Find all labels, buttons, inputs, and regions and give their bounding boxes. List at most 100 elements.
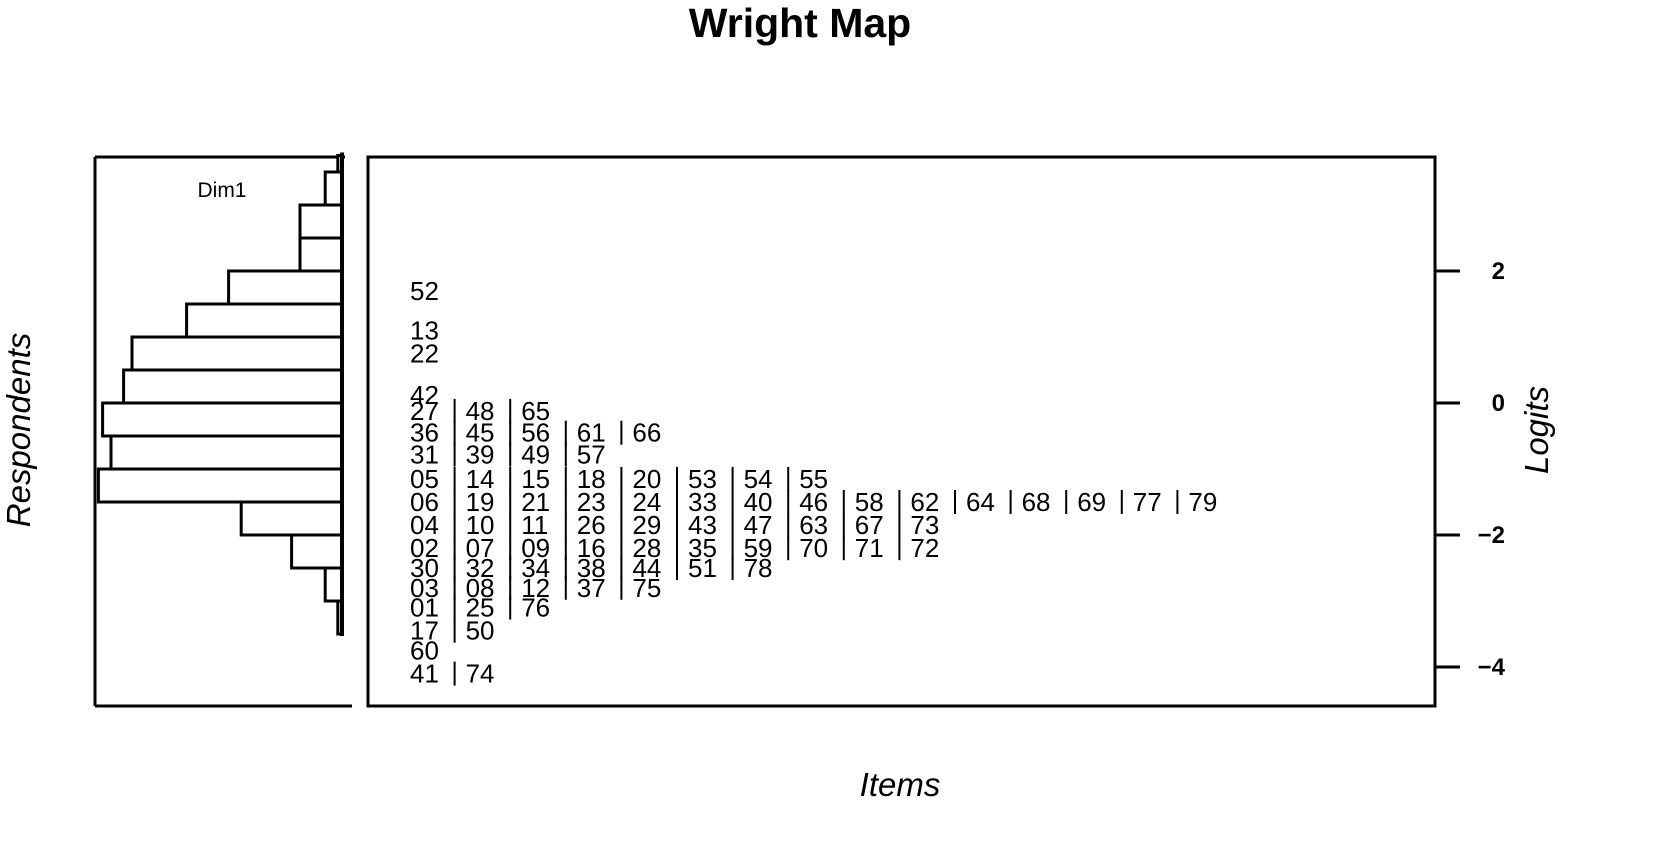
item-label: 65 xyxy=(521,396,550,426)
item-label: 42 xyxy=(410,380,439,410)
item-label: 34 xyxy=(521,553,550,583)
item-label: 64 xyxy=(966,487,995,517)
item-label: 07 xyxy=(466,533,495,563)
item-label: 68 xyxy=(1022,487,1051,517)
histogram-bar xyxy=(298,203,344,240)
item-label: 22 xyxy=(410,339,439,369)
item-label: 09 xyxy=(521,533,550,563)
item-label: 61 xyxy=(577,418,606,448)
item-label: 73 xyxy=(910,510,939,540)
histogram-bar xyxy=(130,335,344,372)
item-label: 10 xyxy=(466,510,495,540)
item-label: 52 xyxy=(410,276,439,306)
item-label: 12 xyxy=(521,573,550,603)
item-label: 27 xyxy=(410,396,439,426)
item-label: 74 xyxy=(466,659,495,689)
item-label: 29 xyxy=(632,510,661,540)
y-tick-label: −4 xyxy=(1478,654,1506,681)
histogram-bar xyxy=(323,566,344,603)
item-label: 43 xyxy=(688,510,717,540)
item-label: 25 xyxy=(466,593,495,623)
item-label: 24 xyxy=(632,487,661,517)
item-label: 06 xyxy=(410,487,439,517)
item-label: 47 xyxy=(744,510,773,540)
respondent-histogram xyxy=(96,152,344,636)
histogram-bar xyxy=(298,236,344,273)
histogram-bar xyxy=(227,269,344,306)
item-label: 44 xyxy=(632,553,661,583)
item-label: 13 xyxy=(410,315,439,345)
histogram-bar xyxy=(185,302,344,339)
item-label: 78 xyxy=(744,553,773,583)
histogram-bar xyxy=(323,170,344,207)
item-label: 59 xyxy=(744,533,773,563)
item-label: 37 xyxy=(577,573,606,603)
item-label: 26 xyxy=(577,510,606,540)
item-label: 56 xyxy=(521,418,550,448)
respondent-panel: Dim1 xyxy=(93,152,352,708)
item-label: 21 xyxy=(521,487,550,517)
histogram-bar xyxy=(109,434,344,471)
item-label: 31 xyxy=(410,439,439,469)
item-label: 01 xyxy=(410,593,439,623)
item-label: 39 xyxy=(466,439,495,469)
histogram-bar xyxy=(96,467,344,504)
item-label: 75 xyxy=(632,573,661,603)
y-tick-label: 2 xyxy=(1492,258,1505,285)
y-axis-label-right: Logits xyxy=(1518,386,1555,474)
y-axis-label-left: Respondents xyxy=(0,333,37,527)
item-label: 55 xyxy=(799,464,828,494)
item-label: 76 xyxy=(521,593,550,623)
dimension-label: Dim1 xyxy=(197,179,246,202)
item-label: 32 xyxy=(466,553,495,583)
item-label: 53 xyxy=(688,464,717,494)
item-label: 57 xyxy=(577,439,606,469)
item-label: 71 xyxy=(855,533,884,563)
item-label: 69 xyxy=(1077,487,1106,517)
item-label: 46 xyxy=(799,487,828,517)
item-label: 33 xyxy=(688,487,717,517)
item-label: 45 xyxy=(466,418,495,448)
item-label: 70 xyxy=(799,533,828,563)
item-label: 36 xyxy=(410,418,439,448)
y-tick-label: 0 xyxy=(1492,390,1505,417)
item-label: 41 xyxy=(410,659,439,689)
item-label: 58 xyxy=(855,487,884,517)
item-label: 18 xyxy=(577,464,606,494)
item-label: 66 xyxy=(632,418,661,448)
item-label: 16 xyxy=(577,533,606,563)
item-label: 30 xyxy=(410,553,439,583)
item-label: 02 xyxy=(410,533,439,563)
item-label: 23 xyxy=(577,487,606,517)
item-label: 49 xyxy=(521,439,550,469)
item-label: 48 xyxy=(466,396,495,426)
item-label: 79 xyxy=(1188,487,1217,517)
item-label: 60 xyxy=(410,636,439,666)
item-label: 62 xyxy=(910,487,939,517)
item-label: 38 xyxy=(577,553,606,583)
item-label: 11 xyxy=(521,510,548,540)
item-label: 05 xyxy=(410,464,439,494)
item-label: 20 xyxy=(632,464,661,494)
item-label: 08 xyxy=(466,573,495,603)
item-label: 40 xyxy=(744,487,773,517)
y-tick-label: −2 xyxy=(1478,522,1505,549)
item-label: 19 xyxy=(466,487,495,517)
histogram-bar xyxy=(290,533,344,570)
y-axis-ticks: 2 0 −2 −4 xyxy=(1433,258,1506,681)
item-label: 35 xyxy=(688,533,717,563)
item-label: 51 xyxy=(688,553,717,583)
item-label: 15 xyxy=(521,464,550,494)
item-label: 63 xyxy=(799,510,828,540)
item-label: 03 xyxy=(410,573,439,603)
item-label: 14 xyxy=(466,464,495,494)
item-label: 50 xyxy=(466,616,495,646)
item-label: 72 xyxy=(910,533,939,563)
chart-title: Wright Map xyxy=(689,0,911,46)
item-label: 54 xyxy=(744,464,773,494)
x-axis-label: Items xyxy=(860,766,941,803)
item-label: 17 xyxy=(410,616,439,646)
item-label: 28 xyxy=(632,533,661,563)
